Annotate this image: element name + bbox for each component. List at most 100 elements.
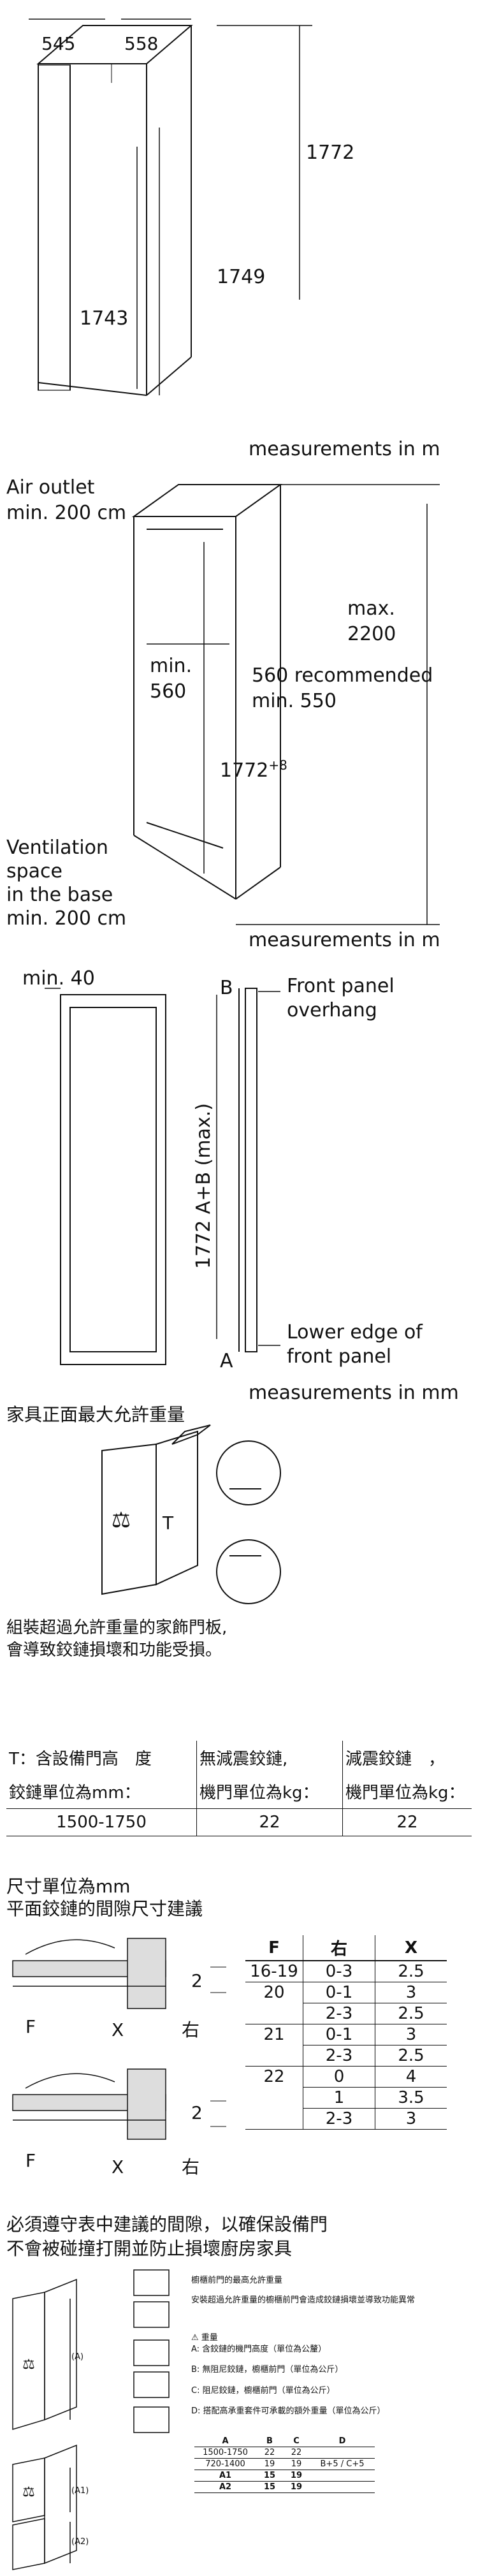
weight-summary-section: 必須遵守表中建議的間隙，以確保設備門 不會被碰撞打開並防止損壞廚房家具 ⚖ ⚖ … <box>0 2216 478 2576</box>
min-40-label: min. 40 <box>22 967 95 990</box>
gap-cell: 3.5 <box>375 2087 447 2109</box>
gap-title-1: 尺寸單位為mm <box>6 1876 131 1897</box>
gap-cell: 0-1 <box>303 1982 375 2003</box>
row-height: 1500-1750 <box>6 1808 197 1836</box>
vertical-dimension: 1772 A+B (max.) <box>192 1103 215 1269</box>
row-damper: 22 <box>342 1808 472 1836</box>
dim-b-label: B <box>220 977 233 999</box>
summary-cell: B+5 / C+5 <box>320 2459 365 2469</box>
max-weight-title: 家具正面最大允許重量 <box>6 1404 185 1425</box>
gap-cell: 0-3 <box>303 1961 375 1982</box>
header-unit-kg-2: 機門單位為kg： <box>342 1775 472 1809</box>
min-label: min. <box>150 655 192 677</box>
right-label-top: 右 <box>182 2019 200 2040</box>
clearance-note-2: 不會被碰撞打開並防止損壞廚房家具 <box>6 2238 293 2259</box>
summary-cell: 19 <box>291 2459 302 2469</box>
summary-legend-c: C: 阻尼鉸鏈，櫥櫃前門（單位為公斤） <box>191 2386 335 2396</box>
gap-cell: 22 <box>263 2067 285 2087</box>
summary-cell: 19 <box>290 2482 303 2492</box>
header-door-height: T：含設備門高 度 <box>6 1741 197 1775</box>
summary-header-a: A <box>222 2436 229 2446</box>
gap-cell: 2-3 <box>303 2108 375 2130</box>
label-a2: (A2) <box>71 2537 89 2547</box>
hinge-gap-section: 尺寸單位為mm 平面鉸鏈的間隙尺寸建議 F X 右 2 F X 右 2 F 右 <box>0 1878 478 2190</box>
gap-cell <box>245 2109 303 2130</box>
gap-cell: 0-1 <box>303 2024 375 2045</box>
gap-cell: 0 <box>303 2066 375 2088</box>
summary-header-c: C <box>293 2436 300 2446</box>
summary-legend-a: A: 含鉸鏈的機門高度（單位為公釐） <box>191 2345 327 2354</box>
gap-header-right: 右 <box>303 1935 375 1961</box>
two-label-top: 2 <box>191 1970 203 1991</box>
dim-a-label: A <box>220 1350 233 1372</box>
summary-warning: 安裝超過允許重量的櫥櫃前門會造成鉸鏈損壞並導致功能異常 <box>191 2295 416 2305</box>
gap-cell: 4 <box>375 2066 447 2088</box>
header-no-damper: 無減震鉸鏈, <box>196 1741 343 1775</box>
vent-line-4: min. 200 cm <box>6 907 127 930</box>
front-overhang-1: Front panel <box>287 975 395 997</box>
summary-header-b: B <box>266 2436 273 2446</box>
dim-height-1743: 1743 <box>80 307 129 330</box>
door-weight-table: T：含設備門高 度 無減震鉸鏈, 減震鉸鏈 ， 鉸鏈單位為mm： 機門單位為kg… <box>0 1741 478 1836</box>
gap-cell: 2.5 <box>375 2045 447 2067</box>
gap-cell <box>245 2088 303 2109</box>
summary-cell: 15 <box>263 2482 276 2492</box>
front-overhang-2: overhang <box>287 999 377 1021</box>
gap-cell <box>245 2045 303 2067</box>
gap-cell: 20 <box>263 1983 285 2003</box>
measurements-note: measurements in m <box>249 929 440 951</box>
gap-cell: 3 <box>375 1982 447 2003</box>
dim-width: 545 <box>41 33 76 54</box>
niche-drawing <box>131 484 440 925</box>
header-unit-mm: 鉸鏈單位為mm： <box>6 1775 197 1809</box>
label-a1: (A1) <box>71 2486 89 2496</box>
hinge-gap-drawing <box>12 1938 226 2140</box>
label-a: (A) <box>71 2352 84 2362</box>
summary-cell: A2 <box>219 2482 232 2492</box>
svg-text:⚖: ⚖ <box>22 2357 35 2373</box>
summary-cell: 720-1400 <box>205 2459 245 2469</box>
gap-cell: 16-19 <box>250 1962 298 1981</box>
measurements-note: measurements in mm <box>249 1382 459 1404</box>
gap-cell: 3 <box>375 2024 447 2045</box>
header-damper: 減震鉸鏈 ， <box>345 1750 445 1769</box>
dim-height-1749: 1749 <box>217 266 266 288</box>
summary-legend-d: D: 搭配高承重套件可承載的額外重量（單位為公斤） <box>191 2406 386 2416</box>
recommended-depth: 560 recommended <box>252 664 433 687</box>
svg-text:⚖: ⚖ <box>22 2484 35 2500</box>
summary-cell: 15 <box>263 2471 276 2480</box>
measurements-note: measurements in m <box>249 438 440 460</box>
gap-cell: 21 <box>263 2025 285 2045</box>
gap-title-2: 平面鉸鏈的間隙尺寸建議 <box>6 1898 203 1919</box>
summary-drawing: ⚖ ⚖ <box>12 2269 170 2570</box>
gap-cell: 2.5 <box>375 2003 447 2024</box>
vent-line-1: Ventilation <box>6 837 108 859</box>
max-value: 2200 <box>347 623 396 645</box>
summary-cell <box>310 2470 375 2482</box>
summary-title: 櫥櫃前門的最高允許重量 <box>191 2276 283 2285</box>
gap-cell: 2.5 <box>375 1961 447 1982</box>
front-panel-section: min. 40 B Front panel overhang 1772 A+B … <box>0 963 478 1403</box>
clearance-note-1: 必須遵守表中建議的間隙，以確保設備門 <box>6 2214 328 2235</box>
vent-line-2: space <box>6 860 63 882</box>
gap-cell <box>245 2003 303 2024</box>
header-unit-kg-1: 機門單位為kg： <box>196 1775 343 1809</box>
door-weight-drawing: ⚖ <box>101 1424 281 1604</box>
installation-dimensions-section: 545 558 1772 1749 1743 measurements in m <box>0 0 478 459</box>
max-label: max. <box>347 597 395 620</box>
gap-cell: 2-3 <box>303 2003 375 2024</box>
x-label-top: X <box>112 2019 124 2040</box>
summary-cell: 19 <box>290 2471 303 2480</box>
vent-line-3: in the base <box>6 884 113 906</box>
dim-height-1772: 1772 <box>306 142 355 164</box>
max-weight-section: 家具正面最大允許重量 ⚖ T 組裝超過允許重量的家飾門板, 會導致鉸鏈損壞和功能… <box>0 1400 478 1667</box>
x-label-bottom: X <box>112 2156 124 2177</box>
row-no-damper: 22 <box>196 1808 343 1836</box>
summary-cell: 19 <box>264 2459 275 2469</box>
f-label-top: F <box>25 2016 36 2037</box>
appliance-dimension-drawing <box>29 18 312 396</box>
niche-height: 1772+8 <box>220 757 287 782</box>
lower-edge-2: front panel <box>287 1345 392 1368</box>
